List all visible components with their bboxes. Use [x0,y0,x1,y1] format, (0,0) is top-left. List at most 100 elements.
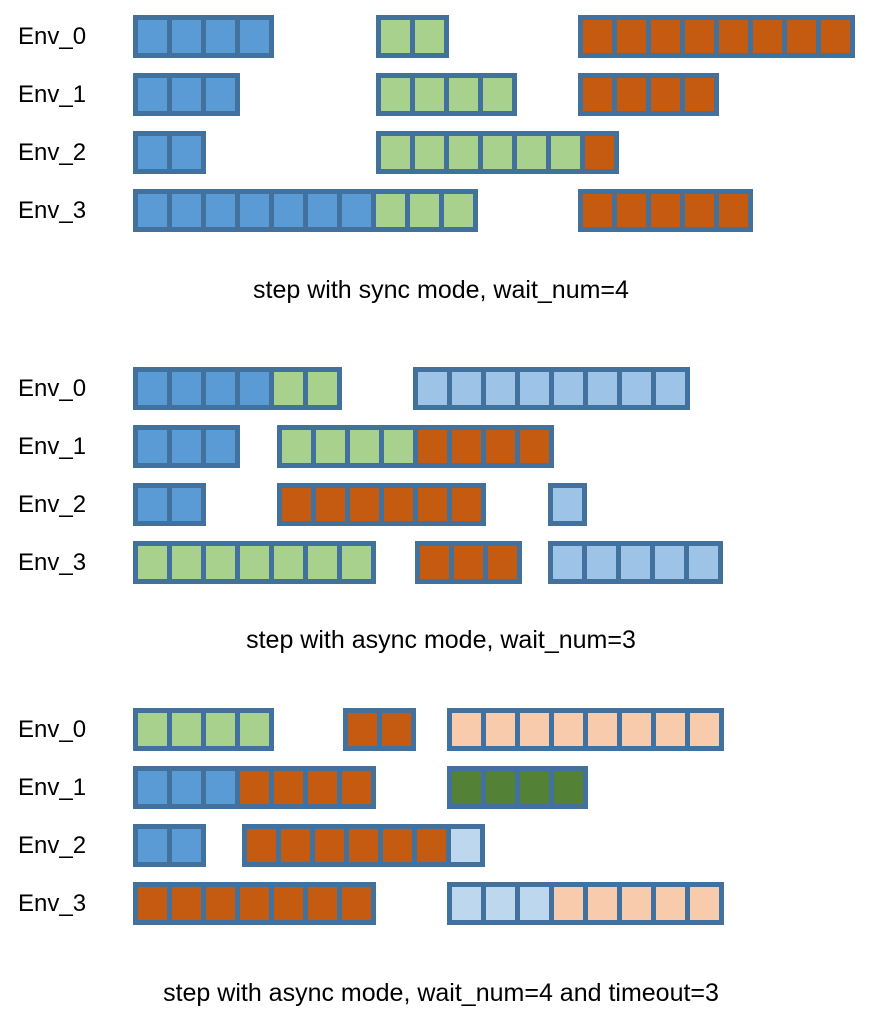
peach-time-cell [554,887,583,920]
step-bar [447,882,724,925]
orange-time-cell [350,488,379,521]
light-blue-time-cell [689,546,718,579]
orange-time-cell [583,20,612,53]
blue-time-cell [206,78,235,111]
step-bar [133,73,240,116]
orange-time-cell [308,887,337,920]
orange-time-cell [348,713,377,746]
orange-time-cell [274,887,303,920]
env-row: Env_3 [0,875,882,933]
orange-time-cell [342,887,371,920]
blue-time-cell [206,194,235,227]
blue-time-cell [138,194,167,227]
blue-time-cell [240,20,269,53]
orange-time-cell [349,829,378,862]
env-label: Env_1 [18,81,87,108]
env-row: Env_2 [0,476,882,534]
orange-time-cell [719,194,748,227]
green-time-cell [240,713,269,746]
blue-time-cell [206,430,235,463]
env-label: Env_3 [18,549,87,576]
orange-time-cell [240,887,269,920]
blue-time-cell [138,372,167,405]
env-row: Env_3 [0,182,882,240]
orange-time-cell [420,546,449,579]
orange-time-cell [787,20,816,53]
light-blue-time-cell [655,546,684,579]
green-time-cell [316,430,345,463]
blue-time-cell [172,78,201,111]
env-label: Env_3 [18,197,87,224]
step-bar [415,541,522,584]
orange-time-cell [486,430,515,463]
blue-time-cell [172,136,201,169]
dark-green-time-cell [452,771,481,804]
step-bar [133,425,240,468]
step-bar [413,367,690,410]
blue-time-cell [138,136,167,169]
env-label: Env_2 [18,832,87,859]
step-bar [277,425,554,468]
orange-time-cell [719,20,748,53]
env-row: Env_0 [0,360,882,418]
green-time-cell [415,136,444,169]
blue-time-cell [206,771,235,804]
peach-time-cell [486,713,515,746]
orange-time-cell [172,887,201,920]
green-time-cell [381,136,410,169]
orange-time-cell [308,771,337,804]
pale-blue-time-cell [520,887,549,920]
step-bar [277,483,486,526]
green-time-cell [308,372,337,405]
step-bar [376,131,619,174]
env-label: Env_0 [18,23,87,50]
green-time-cell [517,136,546,169]
env-label: Env_2 [18,139,87,166]
env-row: Env_2 [0,124,882,182]
env-row: Env_3 [0,534,882,592]
green-time-cell [172,713,201,746]
green-time-cell [206,546,235,579]
light-blue-time-cell [621,546,650,579]
blue-time-cell [240,194,269,227]
blue-time-cell [308,194,337,227]
step-bar [343,708,416,751]
peach-time-cell [622,887,651,920]
light-blue-time-cell [553,488,582,521]
green-time-cell [449,136,478,169]
green-time-cell [415,78,444,111]
green-time-cell [381,20,410,53]
step-bar [133,708,274,751]
step-bar [578,73,719,116]
blue-time-cell [172,194,201,227]
green-time-cell [206,713,235,746]
orange-time-cell [617,78,646,111]
orange-time-cell [583,194,612,227]
step-bar [447,708,724,751]
green-time-cell [240,546,269,579]
green-time-cell [274,546,303,579]
light-blue-time-cell [554,372,583,405]
light-blue-time-cell [418,372,447,405]
blue-time-cell [138,488,167,521]
orange-time-cell [384,488,413,521]
blue-time-cell [240,372,269,405]
light-blue-time-cell [520,372,549,405]
step-bar [133,766,376,809]
orange-time-cell [520,430,549,463]
env-label: Env_1 [18,433,87,460]
light-blue-time-cell [656,372,685,405]
pale-blue-time-cell [451,829,480,862]
peach-time-cell [690,887,719,920]
light-blue-time-cell [588,372,617,405]
green-time-cell [274,372,303,405]
env-row: Env_1 [0,418,882,476]
green-time-cell [449,78,478,111]
step-bar [578,15,855,58]
blue-time-cell [138,20,167,53]
env-row: Env_0 [0,8,882,66]
blue-time-cell [138,829,167,862]
step-bar [242,824,485,867]
